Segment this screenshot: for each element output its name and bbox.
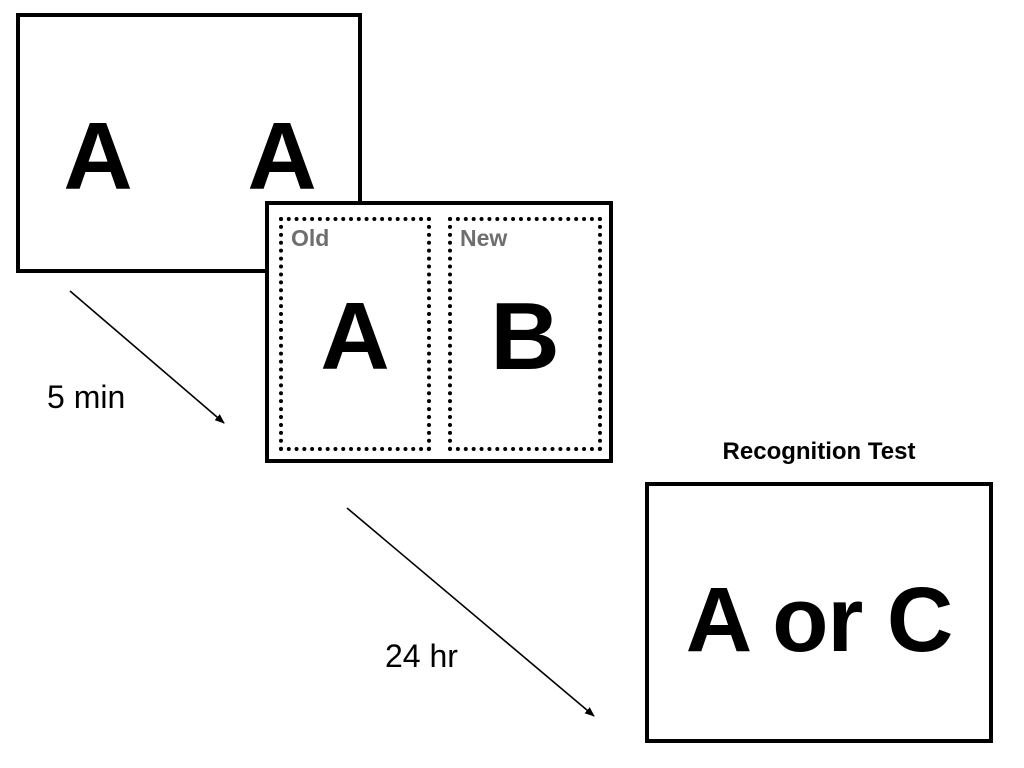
delay-label-second: 24 hr (385, 638, 458, 674)
new-letter: B (490, 283, 560, 390)
study-panel: A A (16, 13, 362, 273)
recognition-test-text: A or C (685, 569, 954, 671)
recognition-test-title: Recognition Test (722, 438, 916, 465)
old-option-box: Old A (279, 217, 431, 451)
arrow-second (346, 507, 595, 717)
study-letter-right: A (247, 103, 317, 210)
new-option-box: New B (448, 217, 602, 451)
old-label: Old (291, 225, 330, 251)
delay-label-first: 5 min (47, 379, 126, 415)
study-letter-left: A (63, 103, 133, 210)
old-new-choice-panel: Old A New B (265, 201, 613, 463)
recognition-test-panel: A or C (645, 482, 993, 743)
old-letter: A (320, 283, 390, 390)
new-label: New (460, 225, 508, 251)
